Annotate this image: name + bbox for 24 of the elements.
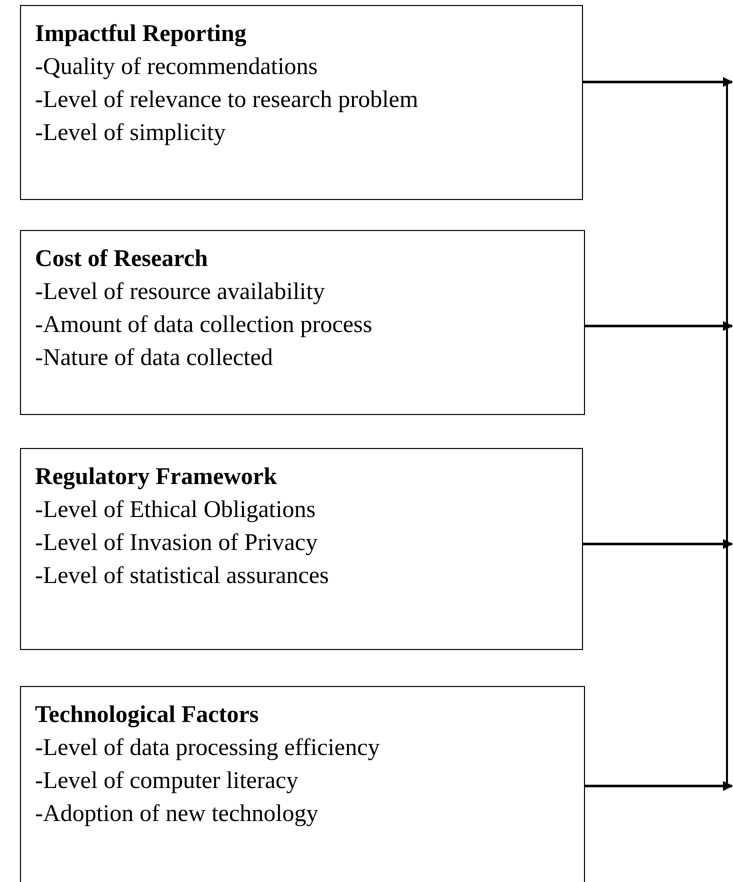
factor-box bbox=[20, 686, 585, 882]
factor-box bbox=[20, 5, 583, 200]
box-heading: Cost of Research bbox=[35, 245, 208, 274]
arrow bbox=[583, 539, 733, 549]
arrow bbox=[583, 77, 733, 87]
arrow bbox=[585, 321, 733, 331]
list-item: -Quality of recommendations bbox=[35, 53, 318, 82]
list-item: -Level of statistical assurances bbox=[35, 562, 329, 591]
box-heading: Technological Factors bbox=[35, 701, 259, 730]
factor-box bbox=[20, 230, 585, 415]
list-item: -Amount of data collection process bbox=[35, 311, 372, 340]
list-item: -Level of Ethical Obligations bbox=[35, 496, 316, 525]
list-item: -Level of resource availability bbox=[35, 278, 325, 307]
factor-box bbox=[20, 448, 583, 650]
box-heading: Impactful Reporting bbox=[35, 20, 246, 49]
list-item: -Adoption of new technology bbox=[35, 800, 318, 829]
list-item: -Level of computer literacy bbox=[35, 767, 298, 796]
list-item: -Level of relevance to research problem bbox=[35, 86, 418, 115]
list-item: -Nature of data collected bbox=[35, 344, 273, 373]
box-heading: Regulatory Framework bbox=[35, 463, 277, 492]
list-item: -Level of data processing efficiency bbox=[35, 734, 380, 763]
list-item: -Level of simplicity bbox=[35, 119, 226, 148]
arrow bbox=[585, 781, 733, 791]
list-item: -Level of Invasion of Privacy bbox=[35, 529, 318, 558]
